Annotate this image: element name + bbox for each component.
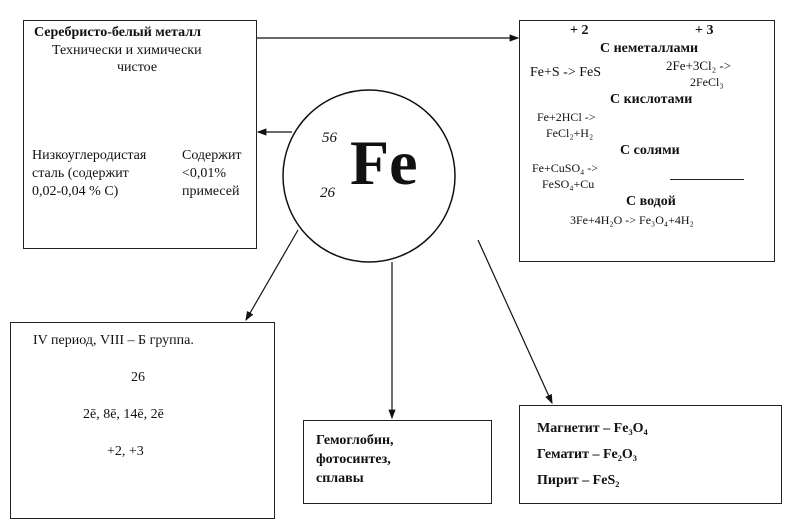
atomic-number: 26: [320, 185, 335, 201]
usage-box: Гемоглобин, фотосинтез, сплавы: [303, 420, 492, 504]
reaction-cuso4: Fe+CuSO₄ ->: [532, 161, 599, 175]
mass-number: 56: [322, 130, 337, 146]
element-circle: [282, 89, 456, 263]
steel-text: Низкоуглеродистая сталь (содержит 0,02-0…: [32, 147, 146, 201]
reaction-hcl-2: FeCl₂+H₂: [546, 126, 594, 140]
steel-line: 0,02-0,04 % С): [32, 184, 119, 199]
properties-box: Серебристо-белый металл Технически и хим…: [23, 20, 257, 249]
usage-line: Гемоглобин,: [316, 433, 394, 448]
position-box: IV период, VIII – Б группа. 26 2ē, 8ē, 1…: [10, 322, 275, 519]
reaction-fecl3: 2Fe+3Cl₂ ->: [666, 58, 732, 73]
steel-line: Низкоуглеродистая: [32, 148, 147, 163]
pure-line: <0,01%: [182, 166, 227, 181]
arrow-to-position: [245, 229, 299, 322]
heading-water: С водой: [626, 194, 676, 209]
properties-title: Серебристо-белый металл: [34, 25, 201, 40]
reaction-hcl: Fe+2HCl ->: [537, 110, 596, 124]
reaction-fes: Fe+S -> FeS: [530, 65, 602, 80]
oxidation-3: + 3: [695, 23, 714, 38]
heading-acids: С кислотами: [610, 92, 693, 107]
pure-line: примесей: [182, 184, 240, 199]
heading-nonmetals: С неметаллами: [600, 41, 699, 56]
element-symbol: Fe: [350, 127, 418, 198]
mineral-hematite: Гематит – Fe₂O₃: [537, 447, 638, 462]
blank-line: [670, 179, 744, 180]
reactions-box: + 2 + 3 С неметаллами Fe+S -> FeS 2Fe+3C…: [519, 20, 775, 262]
usage-line: сплавы: [316, 471, 364, 486]
steel-line: сталь (содержит: [32, 166, 129, 181]
atomic-number-text: 26: [131, 370, 145, 385]
reaction-cuso4-2: FeSO₄+Cu: [542, 177, 595, 191]
pure-text: Содержит <0,01% примесей: [182, 147, 242, 201]
properties-subtitle: Технически и химически: [52, 43, 202, 58]
mineral-magnetite: Магнетит – Fe₃O₄: [537, 421, 648, 436]
mineral-pyrite: Пирит – FeS₂: [537, 473, 620, 488]
heading-salts: С солями: [620, 143, 680, 158]
reaction-water: 3Fe+4H₂O -> Fe₃O₄+4H₂: [570, 213, 694, 227]
oxidation-states: +2, +3: [107, 444, 144, 459]
electron-config: 2ē, 8ē, 14ē, 2ē: [83, 407, 164, 422]
pure-line: Содержит: [182, 148, 242, 163]
arrow-to-minerals: [477, 239, 553, 405]
reaction-fecl3-2: 2FeCl₃: [690, 75, 724, 89]
oxidation-2: + 2: [570, 23, 589, 38]
period-group: IV период, VIII – Б группа.: [33, 333, 194, 348]
minerals-box: Магнетит – Fe₃O₄ Гематит – Fe₂O₃ Пирит –…: [519, 405, 782, 504]
usage-line: фотосинтез,: [316, 452, 391, 467]
properties-subtitle-2: чистое: [117, 60, 158, 75]
